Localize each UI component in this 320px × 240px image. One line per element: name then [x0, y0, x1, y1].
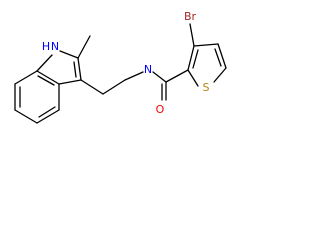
- amide-n-label: N: [144, 63, 152, 76]
- bond: [36, 54, 53, 72]
- double-bond-inner: [214, 48, 222, 67]
- bond: [187, 45, 195, 71]
- methyl-bond: [77, 35, 91, 59]
- bond: [152, 71, 167, 83]
- oxygen-label: O: [156, 103, 165, 116]
- bond: [36, 70, 60, 85]
- bond: [36, 109, 60, 124]
- nh-label-h: H: [42, 40, 50, 53]
- br-bond: [189, 23, 195, 47]
- bond: [187, 69, 199, 87]
- bond: [213, 67, 227, 83]
- double-bond-inner: [192, 49, 199, 69]
- bond: [80, 79, 104, 95]
- benzene-ring: [14, 70, 60, 124]
- double-bond-inner: [38, 106, 56, 118]
- double-bond-inner: [73, 61, 77, 78]
- double-bond-inner: [37, 75, 55, 86]
- bond: [58, 79, 82, 85]
- bond: [14, 109, 38, 124]
- bond: [77, 57, 82, 81]
- molecule-diagram: H N N O Br S: [0, 0, 251, 136]
- bromine-label: Br: [184, 10, 197, 23]
- ethyl-linker: [80, 71, 144, 95]
- bond: [102, 79, 126, 95]
- thiophene-ring: [187, 23, 227, 87]
- structure-svg: H N N O Br S: [14, 10, 227, 124]
- bond: [193, 43, 219, 47]
- bond: [165, 69, 189, 83]
- sulfur-label: S: [203, 81, 210, 94]
- bond: [14, 70, 38, 85]
- pyrrole-ring: [36, 35, 91, 85]
- nh-label-n: N: [51, 40, 59, 53]
- bond: [124, 71, 144, 81]
- bond: [217, 43, 227, 69]
- amide-group: [152, 69, 189, 101]
- bond: [59, 50, 79, 59]
